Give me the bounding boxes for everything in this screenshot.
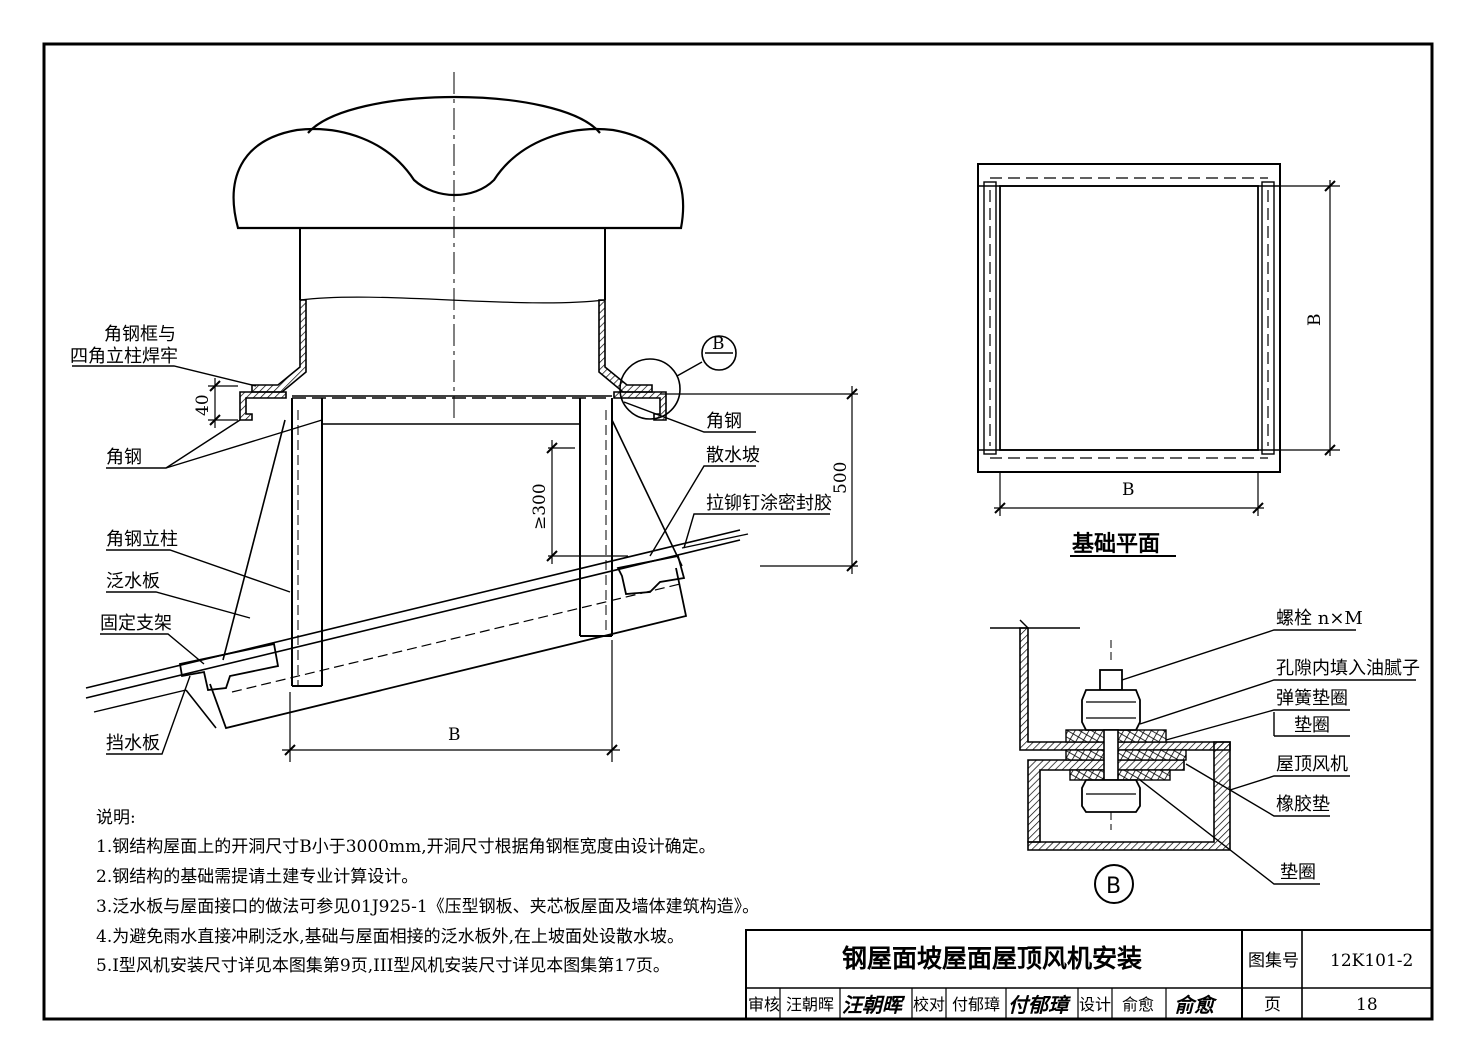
label-frame-weld-1: 角钢框与	[104, 324, 176, 345]
detail-label-rubber-pad: 橡胶垫	[1276, 794, 1330, 815]
label-angle-column: 角钢立柱	[106, 529, 178, 550]
atlas-number: 12K101-2	[1330, 951, 1413, 971]
dim-500: 500	[831, 462, 851, 494]
detail-label-washer-top: 垫圈	[1294, 715, 1330, 736]
designer-signature: 俞愈	[1174, 993, 1218, 1017]
note-3: 3.泛水板与屋面接口的做法可参见01J925-1《压型钢板、夹芯板屋面及墙体建筑…	[96, 897, 759, 917]
dim-40: 40	[193, 394, 213, 416]
fan-neck-right	[598, 299, 653, 393]
check-label: 校对	[913, 995, 945, 1014]
dim-b-main: B	[448, 725, 461, 745]
designer-name: 俞愈	[1122, 995, 1154, 1014]
checker-name: 付郁璋	[952, 995, 1000, 1014]
detail-marker: B	[1106, 874, 1121, 899]
label-rivet-seal: 拉铆钉涂密封胶	[706, 493, 832, 514]
atlas-label: 图集号	[1248, 951, 1299, 971]
label-apron-slope: 散水坡	[706, 445, 760, 466]
detail-label-putty: 孔隙内填入油腻子	[1276, 658, 1420, 679]
label-angle-right: 角钢	[706, 411, 742, 432]
angle-frame-right	[613, 391, 667, 421]
detail-label-bolt: 螺栓 n×M	[1276, 608, 1363, 629]
review-label: 审核	[748, 995, 780, 1014]
detail-ref-top: B	[712, 334, 725, 354]
drawing-title: 钢屋面坡屋面屋顶风机安装	[842, 944, 1142, 973]
label-angle-left: 角钢	[106, 447, 142, 468]
angle-frame-left	[239, 391, 287, 421]
detail-label-washer-bottom: 垫圈	[1280, 862, 1316, 883]
notes-heading: 说明:	[96, 808, 136, 828]
plan-dim-horizontal: B	[1122, 480, 1135, 500]
note-4: 4.为避免雨水直接冲刷泛水,基础与屋面相接的泛水板外,在上坡面处设散水坡。	[96, 927, 684, 947]
fixed-bracket-right	[616, 554, 686, 595]
dim-300: ≥300	[530, 483, 550, 530]
detail-b-view	[990, 619, 1416, 904]
sheet-border	[42, 42, 1434, 1021]
plan-caption: 基础平面	[1072, 532, 1160, 557]
reviewer-signature: 汪朝晖	[842, 993, 906, 1017]
note-5: 5.I型风机安装尺寸详见本图集第9页,III型风机安装尺寸详见本图集第17页。	[96, 956, 670, 976]
label-water-stop: 挡水板	[106, 733, 160, 754]
checker-signature: 付郁璋	[1008, 993, 1071, 1017]
foundation-plan-view	[977, 163, 1340, 557]
note-1: 1.钢结构屋面上的开洞尺寸B小于3000mm,开洞尺寸根据角钢框宽度由设计确定。	[96, 837, 716, 857]
design-label: 设计	[1079, 995, 1111, 1014]
detail-label-roof-fan: 屋顶风机	[1276, 754, 1348, 775]
detail-label-spring-washer: 弹簧垫圈	[1276, 688, 1348, 709]
reviewer-name: 汪朝晖	[786, 995, 834, 1014]
note-2: 2.钢结构的基础需提请土建专业计算设计。	[96, 867, 418, 887]
plan-dim-vertical: B	[1305, 314, 1325, 327]
title-block	[745, 929, 1433, 1020]
page-number: 18	[1356, 995, 1378, 1015]
fan-cap	[232, 128, 685, 230]
fan-neck-left	[251, 299, 307, 393]
main-elevation-view	[72, 72, 858, 762]
label-fixed-bracket: 固定支架	[100, 613, 172, 634]
fixed-bracket-left	[178, 642, 280, 691]
label-flashing: 泛水板	[106, 571, 160, 592]
page-label: 页	[1264, 995, 1281, 1015]
label-frame-weld-2: 四角立柱焊牢	[70, 346, 178, 367]
